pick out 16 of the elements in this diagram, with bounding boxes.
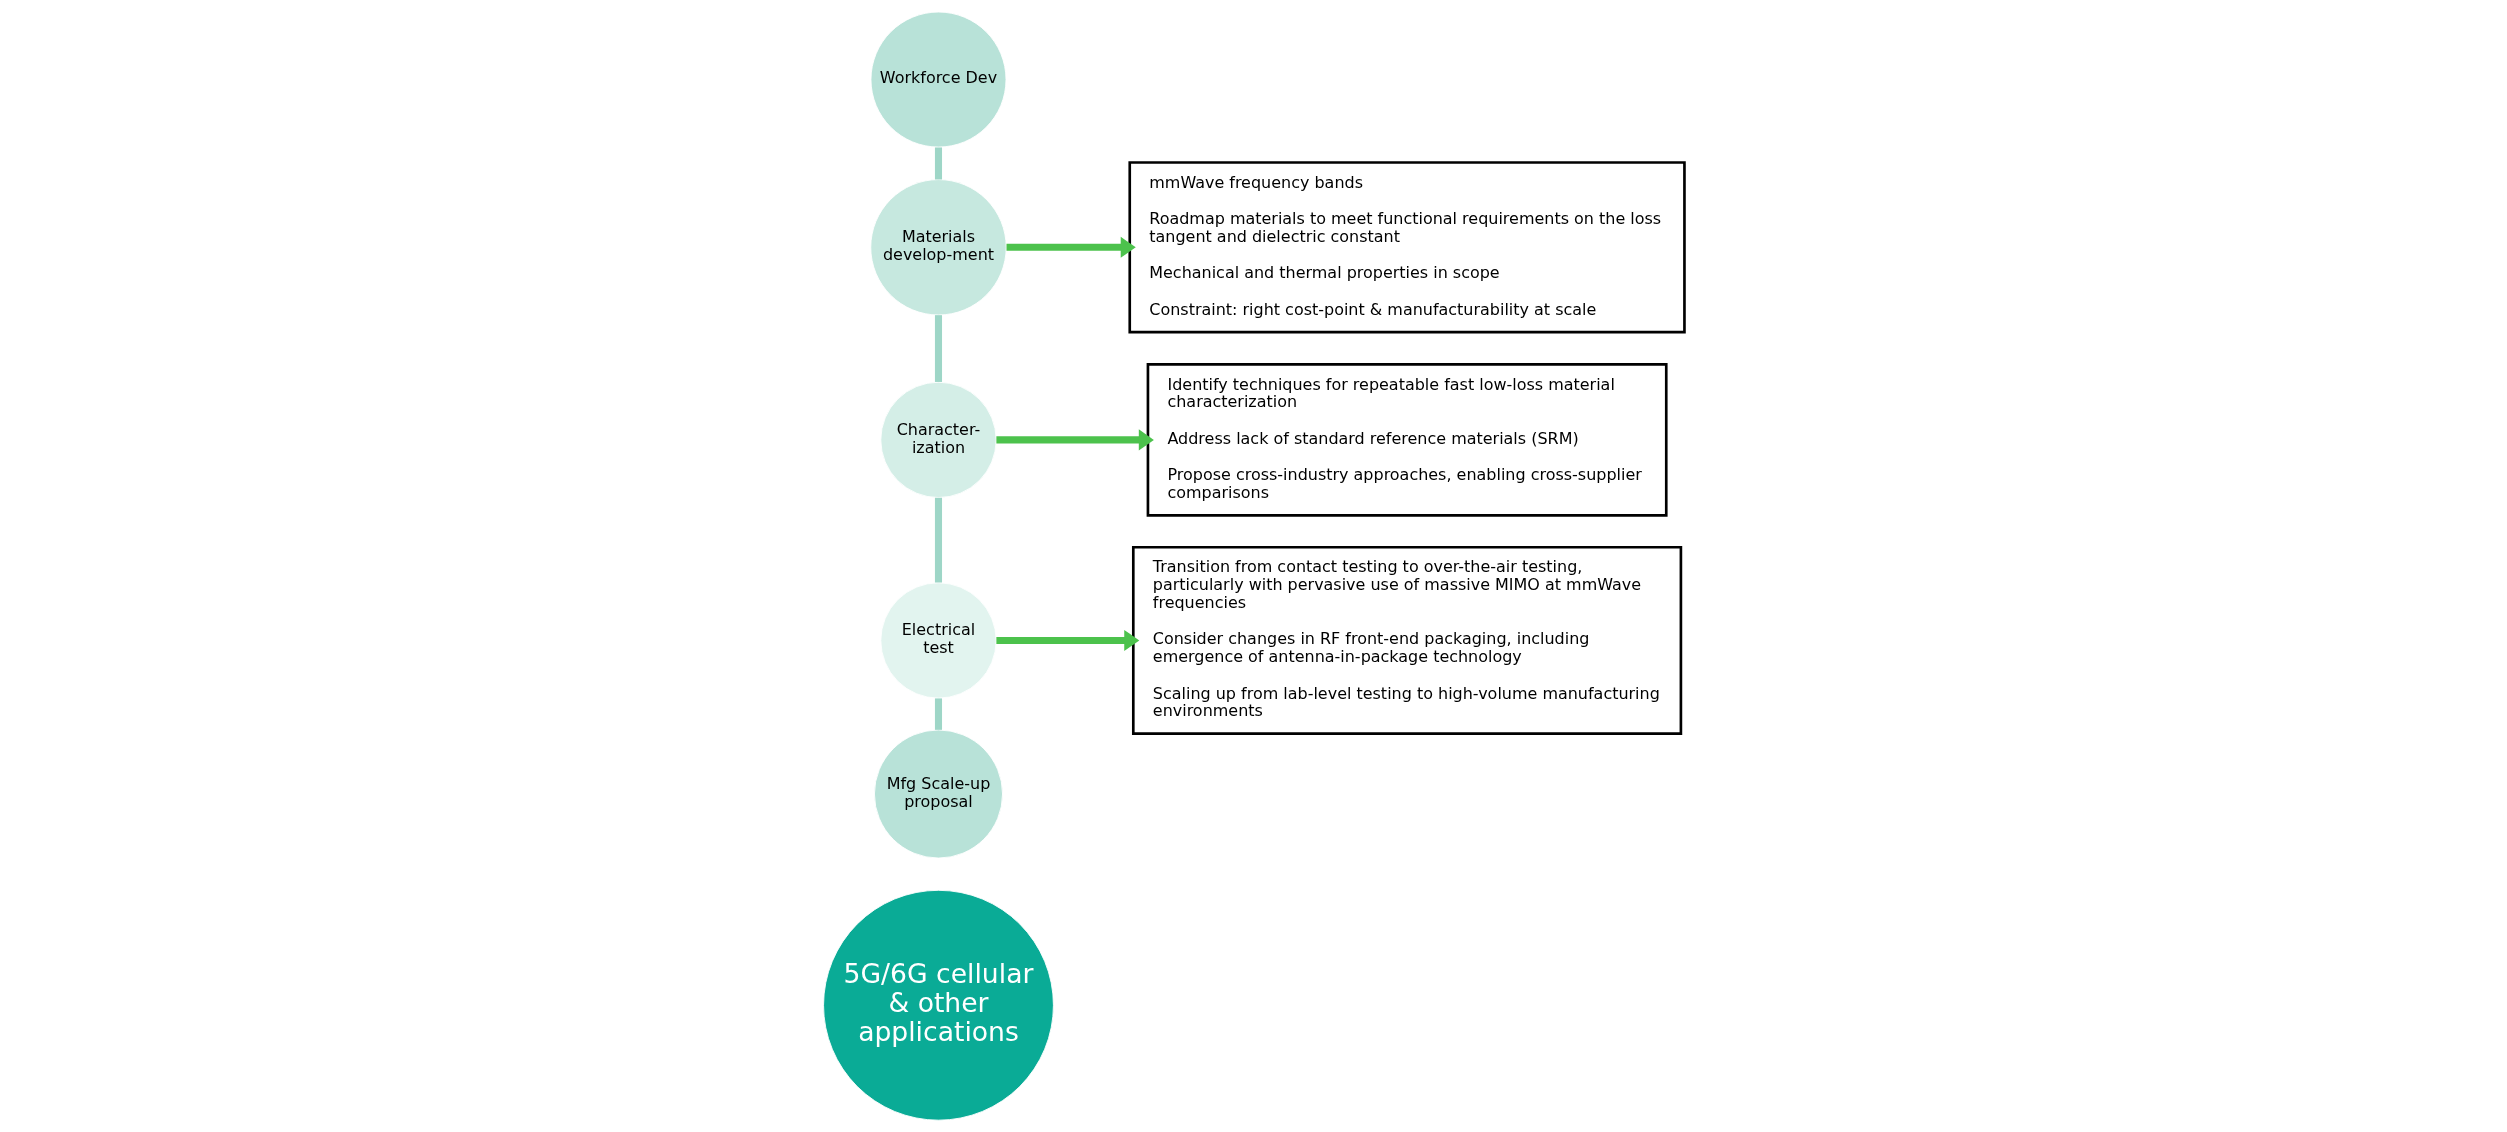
node-circle: Electrical test [879, 582, 997, 699]
node-circle: Materials develop-ment [869, 179, 1007, 316]
arrow [1006, 236, 1136, 258]
node-circle: Mfg Scale-up proposal [873, 729, 1003, 859]
arrow [995, 429, 1154, 451]
connector [934, 147, 942, 180]
node-box: mmWave frequency bands Roadmap materials to meet functional requirements on the loss tangent and dielectric constant Mechanical and thermal properties in scope Constraint: right cost-point & manufacturability at scale [1127, 161, 1686, 334]
node-box: Transition from contact testing to over-the-air testing, particularly with pervasive use of massive MIMO at mmWave frequencies Consider changes in RF front-end packaging, including emergence of antenna-in-package technology Scaling up from lab-level testing to high-volume manufacturing environments [1131, 545, 1682, 735]
node-circle: 5G/6G cellular & other applications [822, 889, 1054, 1121]
node-box: Identify techniques for repeatable fast low-loss material characterization Address lack of standard reference materials (SRM) Propose cross-industry approaches, enabling cross-supplier comparisons [1146, 363, 1668, 517]
connector [934, 315, 942, 382]
node-circle: Character-ization [879, 381, 997, 498]
arrow [995, 629, 1139, 651]
node-circle: Workforce Dev [870, 11, 1006, 148]
connector [934, 698, 942, 730]
connector [934, 497, 942, 583]
